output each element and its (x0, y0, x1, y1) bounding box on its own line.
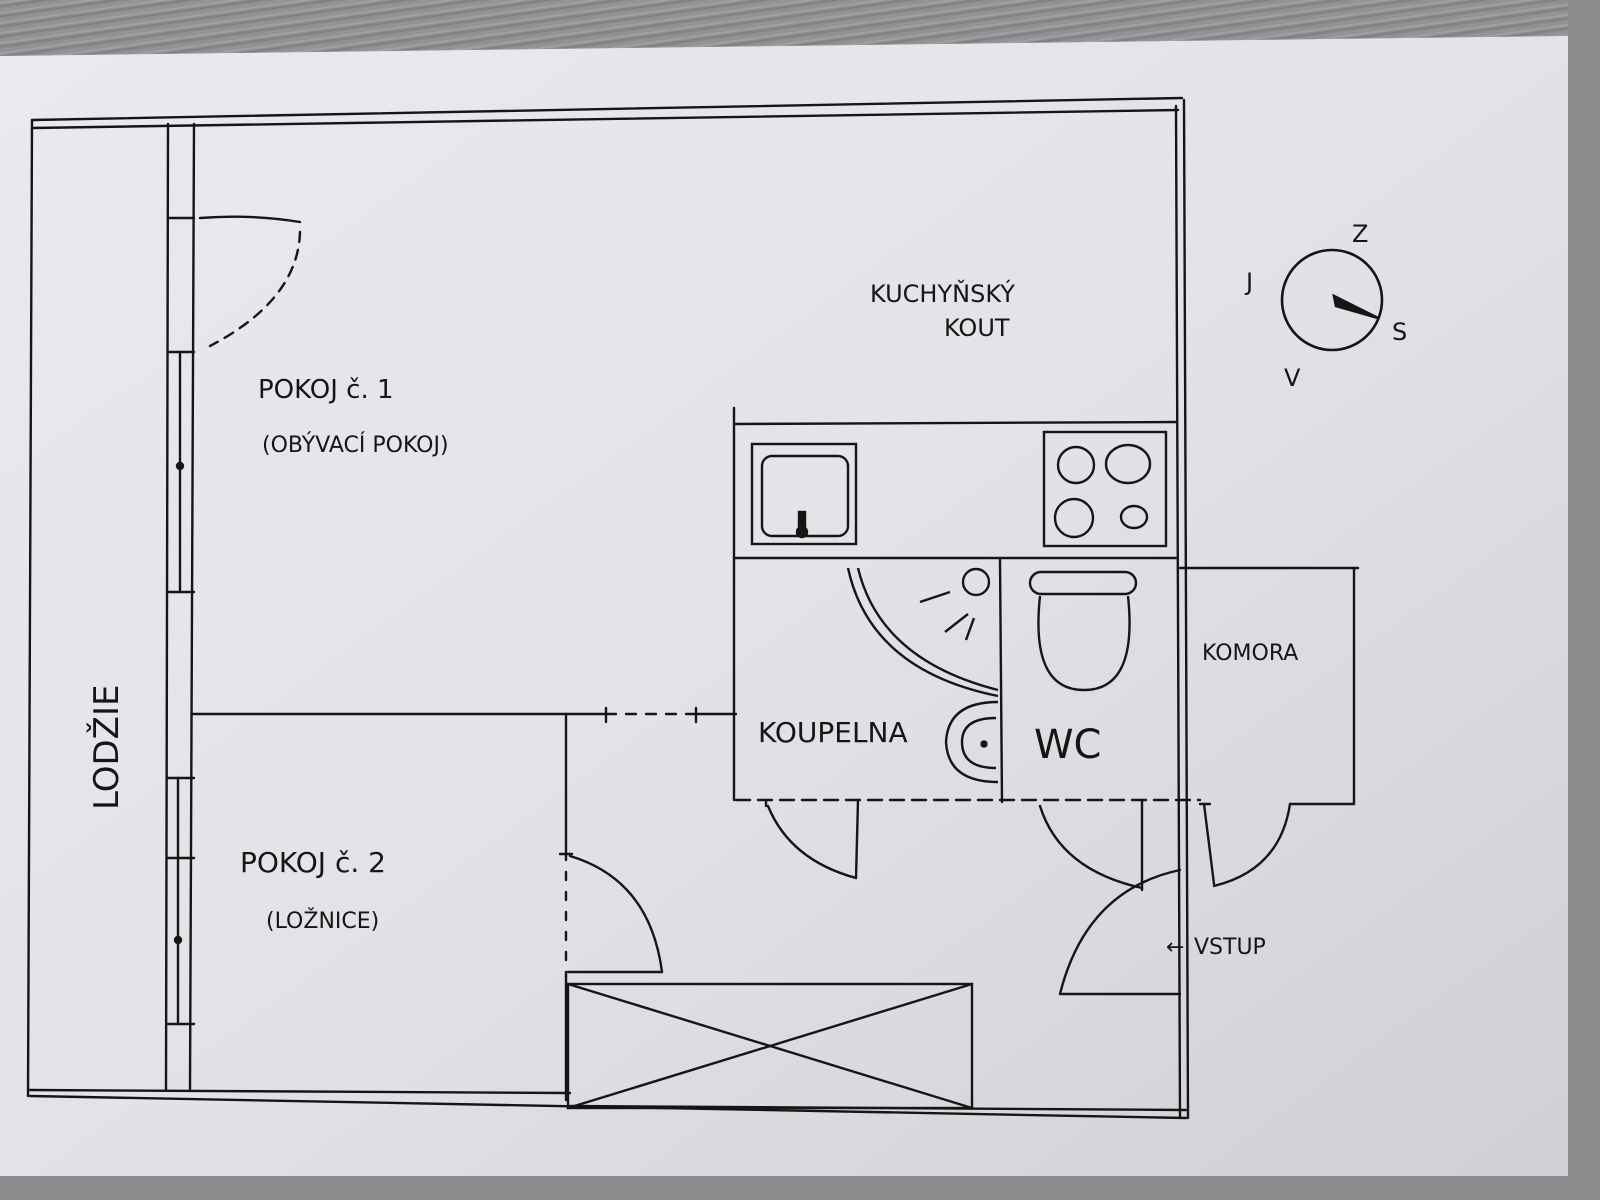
storage-label: KOMORA (1202, 641, 1298, 666)
toilet-label: WC (1034, 722, 1101, 768)
entrance-label: VSTUP (1194, 935, 1266, 960)
compass-icon (1280, 248, 1384, 352)
compass-west-label: J (1244, 268, 1253, 296)
floor-plan-photo: KUCHYŇSKÝ KOUT POKOJ č. 1 (OBÝVACÍ POKOJ… (0, 0, 1568, 1176)
bedroom-subtitle: (LOŽNICE) (266, 908, 379, 934)
bathroom-fixtures (846, 567, 1138, 784)
cooktop-icon (1042, 430, 1168, 548)
paper-sheet (0, 36, 1568, 1176)
toilet-icon (1028, 570, 1138, 692)
compass-north-label: Z (1352, 220, 1368, 248)
kitchen-label-line2: KOUT (944, 314, 1010, 342)
bathroom-label: KOUPELNA (758, 716, 908, 749)
sink-icon (750, 442, 858, 546)
living-room-title: POKOJ č. 1 (258, 375, 394, 405)
compass-east-label: S (1392, 318, 1407, 346)
floor-plan-sheet: KUCHYŇSKÝ KOUT POKOJ č. 1 (OBÝVACÍ POKOJ… (0, 36, 1568, 1176)
shower-icon (846, 567, 999, 698)
kitchen-label-line1: KUCHYŇSKÝ (870, 279, 1015, 308)
walls (26, 96, 1360, 1120)
entrance-arrow-icon: ← (1166, 935, 1184, 960)
washbasin-icon (944, 700, 999, 784)
compass-south-label: V (1284, 364, 1301, 392)
loggia-label: LODŽIE (86, 685, 127, 810)
living-room-subtitle: (OBÝVACÍ POKOJ) (262, 432, 449, 458)
kitchen-fixtures (750, 430, 1168, 548)
bedroom-title: POKOJ č. 2 (240, 846, 386, 879)
